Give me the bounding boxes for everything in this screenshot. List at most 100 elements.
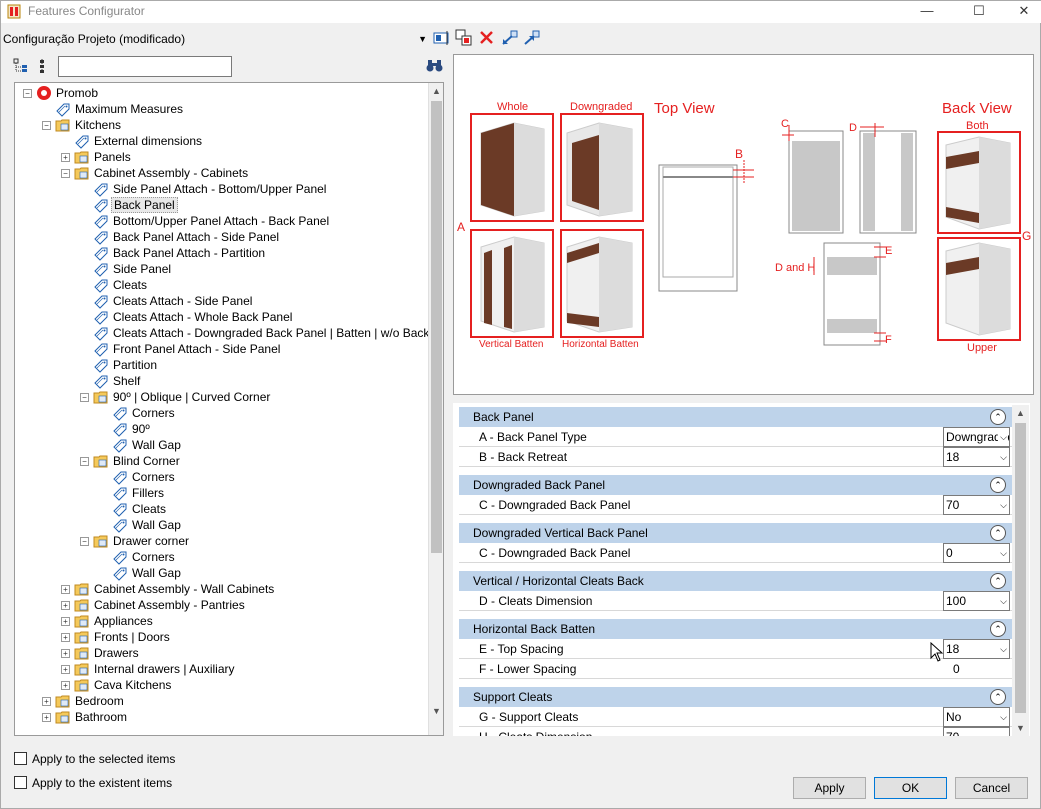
property-value-combo[interactable]: No⌵: [943, 707, 1010, 727]
collapse-section-icon[interactable]: ⌃: [990, 409, 1006, 425]
property-value-combo[interactable]: 70⌵: [943, 495, 1010, 515]
collapse-section-icon[interactable]: ⌃: [990, 573, 1006, 589]
property-section-header[interactable]: Support Cleats⌃: [459, 687, 1012, 707]
tree-node-label[interactable]: Blind Corner: [113, 454, 180, 468]
property-section-header[interactable]: Horizontal Back Batten⌃: [459, 619, 1012, 639]
close-button[interactable]: ✕: [1018, 3, 1030, 18]
tree-node-label[interactable]: Promob: [56, 86, 99, 100]
chevron-down-icon[interactable]: ⌵: [998, 640, 1007, 658]
collapse-tree-icon[interactable]: [37, 58, 53, 74]
tree-node-label[interactable]: Back Panel Attach - Side Panel: [113, 230, 280, 244]
tree-node-label[interactable]: Side Panel Attach - Bottom/Upper Panel: [113, 182, 327, 196]
tree-node[interactable]: Corners: [15, 405, 429, 421]
expand-node-icon[interactable]: +: [61, 601, 70, 610]
tree-node[interactable]: −Blind Corner: [15, 453, 429, 469]
properties-scroll-thumb[interactable]: [1015, 423, 1026, 713]
apply-selected-checkbox[interactable]: [14, 752, 27, 765]
cancel-button[interactable]: Cancel: [955, 777, 1028, 799]
tree-node[interactable]: + Cava Kitchens: [15, 677, 429, 693]
tree-scroll-thumb[interactable]: [431, 101, 442, 553]
tree-node[interactable]: Cleats: [15, 277, 429, 293]
chevron-down-icon[interactable]: ⌵: [998, 496, 1007, 514]
expand-node-icon[interactable]: +: [61, 153, 70, 162]
tree-node-label[interactable]: Cabinet Assembly - Cabinets: [94, 166, 249, 180]
property-value-combo[interactable]: 18⌵: [943, 447, 1010, 467]
property-value-combo[interactable]: 100⌵: [943, 591, 1010, 611]
property-section-header[interactable]: Downgraded Vertical Back Panel⌃: [459, 523, 1012, 543]
delete-icon[interactable]: [477, 28, 497, 48]
tree-node[interactable]: − 90º | Oblique | Curved Corner: [15, 389, 429, 405]
tree-node-label[interactable]: Cava Kitchens: [94, 678, 172, 692]
tree-node[interactable]: −Kitchens: [15, 117, 429, 133]
tree-node[interactable]: + Bathroom: [15, 709, 429, 725]
chevron-down-icon[interactable]: ⌵: [998, 728, 1007, 736]
tree-node-label[interactable]: Bottom/Upper Panel Attach - Back Panel: [113, 214, 330, 228]
property-section-header[interactable]: Back Panel⌃: [459, 407, 1012, 427]
tree-node-label[interactable]: Corners: [132, 550, 175, 564]
tree-node-label[interactable]: Cleats: [113, 278, 148, 292]
tree-node-label[interactable]: Cabinet Assembly - Pantries: [94, 598, 245, 612]
tree-node-label[interactable]: Cleats Attach - Whole Back Panel: [113, 310, 293, 324]
tree-node[interactable]: Back Panel Attach - Partition: [15, 245, 429, 261]
tree-node[interactable]: − Promob: [15, 85, 429, 101]
tree-node[interactable]: +Appliances: [15, 613, 429, 629]
property-value-combo[interactable]: Downgraded⌵: [943, 427, 1010, 447]
tree-node-label[interactable]: Maximum Measures: [75, 102, 184, 116]
collapse-section-icon[interactable]: ⌃: [990, 525, 1006, 541]
scroll-up-icon[interactable]: ▲: [1016, 408, 1025, 418]
tree-scrollbar[interactable]: ▲ ▼: [428, 83, 443, 735]
tree-node[interactable]: Back Panel Attach - Side Panel: [15, 229, 429, 245]
tree-node[interactable]: Wall Gap: [15, 517, 429, 533]
tree-node-label[interactable]: External dimensions: [94, 134, 203, 148]
import-icon[interactable]: [500, 28, 520, 48]
collapse-node-icon[interactable]: −: [61, 169, 70, 178]
tree-node-label[interactable]: Cleats Attach - Side Panel: [113, 294, 253, 308]
maximize-button[interactable]: ☐: [973, 3, 985, 18]
property-value-combo[interactable]: 18⌵: [943, 639, 1010, 659]
tree-node-label[interactable]: Fronts | Doors: [94, 630, 170, 644]
tree-node-label[interactable]: Bathroom: [75, 710, 128, 724]
tree-node[interactable]: Bottom/Upper Panel Attach - Back Panel: [15, 213, 429, 229]
tree-node[interactable]: Shelf: [15, 373, 429, 389]
tree-node[interactable]: Corners: [15, 469, 429, 485]
expand-node-icon[interactable]: +: [42, 713, 51, 722]
tree-node[interactable]: − Cabinet Assembly - Cabinets: [15, 165, 429, 181]
tree-node-label[interactable]: Front Panel Attach - Side Panel: [113, 342, 281, 356]
binoculars-icon[interactable]: [426, 58, 443, 73]
tree-node-label[interactable]: Fillers: [132, 486, 164, 500]
tree-node-label[interactable]: Drawers: [94, 646, 139, 660]
chevron-down-icon[interactable]: ⌵: [998, 708, 1007, 726]
collapse-node-icon[interactable]: −: [23, 89, 32, 98]
scroll-down-icon[interactable]: ▼: [1016, 723, 1025, 733]
property-value[interactable]: 0: [953, 662, 960, 676]
apply-existent-checkbox[interactable]: [14, 776, 27, 789]
tree-node[interactable]: Cleats Attach - Downgraded Back Panel | …: [15, 325, 429, 341]
tree-node-label[interactable]: Cleats: [132, 502, 167, 516]
expand-node-icon[interactable]: +: [42, 697, 51, 706]
tree-node[interactable]: +Internal drawers | Auxiliary: [15, 661, 429, 677]
collapse-section-icon[interactable]: ⌃: [990, 621, 1006, 637]
expand-node-icon[interactable]: +: [61, 649, 70, 658]
chevron-down-icon[interactable]: ⌵: [998, 592, 1007, 610]
tree-node-label[interactable]: Internal drawers | Auxiliary: [94, 662, 235, 676]
scroll-up-icon[interactable]: ▲: [432, 86, 441, 96]
tree-node-label[interactable]: Panels: [94, 150, 131, 164]
expand-node-icon[interactable]: +: [61, 633, 70, 642]
tree-node[interactable]: + Bedroom: [15, 693, 429, 709]
tree-node[interactable]: External dimensions: [15, 133, 429, 149]
collapse-node-icon[interactable]: −: [80, 393, 89, 402]
tree-node-label[interactable]: Cleats Attach - Downgraded Back Panel | …: [113, 326, 429, 340]
expand-node-icon[interactable]: +: [61, 681, 70, 690]
tree-node-label[interactable]: Drawer corner: [113, 534, 190, 548]
tree-node[interactable]: Fillers: [15, 485, 429, 501]
tree-node-label[interactable]: Back Panel Attach - Partition: [113, 246, 266, 260]
tree-node-label[interactable]: Wall Gap: [132, 438, 181, 452]
tree-node-label[interactable]: Back Panel: [111, 197, 178, 213]
tree-node-label[interactable]: Shelf: [113, 374, 141, 388]
expand-tree-icon[interactable]: [13, 58, 29, 74]
tree-node-label[interactable]: Cabinet Assembly - Wall Cabinets: [94, 582, 275, 596]
tree-node-label[interactable]: 90º | Oblique | Curved Corner: [113, 390, 271, 404]
collapse-node-icon[interactable]: −: [42, 121, 51, 130]
tree-node[interactable]: Side Panel: [15, 261, 429, 277]
tree-node-label[interactable]: Bedroom: [75, 694, 124, 708]
